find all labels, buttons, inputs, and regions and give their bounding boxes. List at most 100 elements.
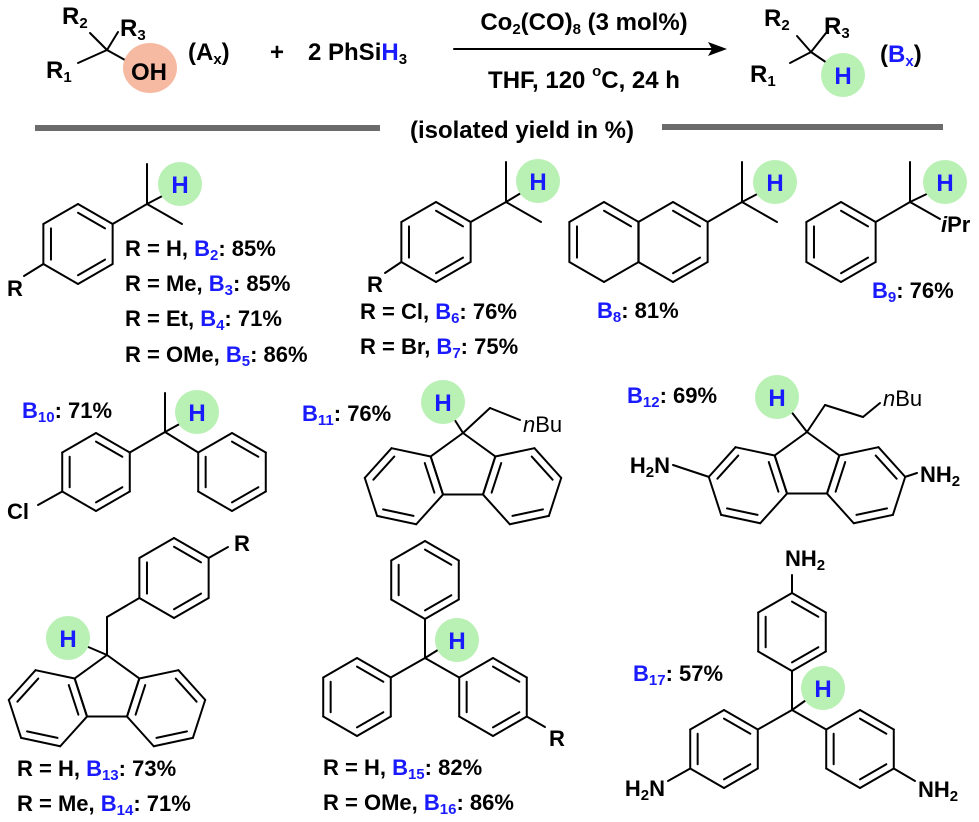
chloro-substituent-part: Cl <box>7 499 29 524</box>
product-r1-label: R1 <box>750 61 776 90</box>
fluorene-ring-bond <box>877 446 907 478</box>
catalyst-conditions-part: (3 mol%) <box>581 9 688 36</box>
highlight-circle-product <box>821 53 865 97</box>
amino-group-label-part: H <box>630 453 646 478</box>
hydrogen-atom-label-part: H <box>188 400 205 427</box>
fluorene-five-ring-bond <box>73 654 108 680</box>
n-butyl-label-part: n <box>523 412 535 437</box>
fluorene-ring-bond <box>59 715 89 748</box>
benzene-ring-bond <box>77 203 114 225</box>
benzene-ring-bond <box>568 261 605 283</box>
benzene-ring-bond <box>458 657 494 679</box>
hydrogen-atom-label-part: H <box>434 390 451 417</box>
bond <box>667 767 692 782</box>
compound-yield-label-part: 8 <box>613 309 621 326</box>
compound-yield-label-part: B <box>436 334 452 359</box>
compound-yield-label-part: R = H, <box>125 236 194 261</box>
compound-yield-label: R = OMe, B5: 86% <box>125 342 308 370</box>
hydrogen-atom-label-part: H <box>766 170 783 197</box>
compound-yield-label: B10: 71% <box>22 398 112 426</box>
benzene-ring-double-bond <box>492 711 521 729</box>
bond <box>106 49 126 61</box>
compound-yield-label-part: 4 <box>216 317 225 334</box>
compound-yield-label-part: : 76% <box>896 278 953 303</box>
highlight-circle-product <box>753 160 797 204</box>
amino-group-label-part: N <box>654 453 670 478</box>
benzene-ring-bond <box>568 201 605 223</box>
benzene-ring-bond <box>637 261 674 283</box>
compound-yield-label-part: R = Br, <box>360 334 436 359</box>
compound-yield-label-part: B <box>627 383 643 408</box>
compound-yield-label-part: : 73% <box>119 756 176 781</box>
highlight-circle-product <box>516 159 560 203</box>
compound-yield-label-part: 6 <box>451 310 459 327</box>
r2-label-part: 2 <box>79 15 87 32</box>
fluorene-ring-bond <box>363 476 379 517</box>
fluorene-ring-double-bond <box>874 454 898 480</box>
compound-yield-label-part: B <box>435 299 451 324</box>
compound-yield-label-part: B <box>209 271 225 296</box>
reactant-label: (Ax) <box>188 39 230 68</box>
fluorene-five-ring-bond <box>773 431 808 457</box>
fluorene-five-ring-bond <box>429 432 464 458</box>
benzene-ring-double-bond <box>356 665 385 683</box>
highlight-circle-product <box>46 616 90 660</box>
bond <box>525 715 546 728</box>
benzene-ring-double-bond <box>672 209 702 228</box>
fluorene-ring-double-bond <box>174 677 198 703</box>
bond <box>874 201 911 223</box>
compound-yield-label: B12: 69% <box>627 383 717 411</box>
bond <box>37 490 64 506</box>
fluorene-ring-double-bond <box>530 455 554 481</box>
benzene-ring-bond <box>42 203 79 225</box>
fluorene-ring-double-bond <box>834 461 847 493</box>
fluorene-ring-bond <box>547 476 563 517</box>
benzene-ring-double-bond <box>603 209 633 228</box>
benzene-ring-double-bond <box>859 763 888 781</box>
compound-yield-label-part: : 85% <box>233 271 290 296</box>
solvent-temperature-conditions-part: THF, 120 <box>488 67 592 94</box>
reactant-label-part: (A <box>188 39 213 66</box>
benzene-ring-double-bond <box>840 209 870 228</box>
r1-label: R1 <box>46 57 72 86</box>
fluorene-ring-bond <box>852 513 894 525</box>
compound-yield-label: R = H, B13: 73% <box>17 756 176 784</box>
compound-yield-label-part: R = H, <box>323 755 392 780</box>
silane-reagent: 2 PhSiH3 <box>308 39 407 68</box>
r2-label-part: R <box>62 3 79 30</box>
r-substituent-part: R <box>367 272 383 297</box>
amino-group-label-part: H <box>625 776 641 801</box>
reactant-label-part: ) <box>222 39 230 66</box>
compound-yield-label-part: 14 <box>117 802 134 819</box>
benzene-ring-double-bond <box>492 665 521 683</box>
bond <box>424 657 461 679</box>
hydrogen-atom-label: H <box>188 400 205 427</box>
benzene-ring-double-bond <box>435 256 465 275</box>
product-r3-label: R3 <box>824 13 850 42</box>
product-r2-label-part: 2 <box>781 17 789 34</box>
product-label-part: ( <box>880 41 888 68</box>
fluorene-ring-bond <box>759 492 789 525</box>
compound-yield-label-part: B <box>302 401 318 426</box>
n-butyl-label-part: Bu <box>895 386 922 411</box>
fluorene-ring-bond <box>191 698 207 739</box>
benzene-ring-bond <box>859 709 895 731</box>
fluorene-ring-double-bond <box>767 461 780 493</box>
benzene-ring-double-bond <box>173 592 203 611</box>
benzene-ring-bond <box>173 597 210 619</box>
compound-yield-label-part: R = Me, <box>17 791 101 816</box>
hydrogen-atom-label: H <box>171 172 188 199</box>
hydrogen-atom-label-part: H <box>936 170 953 197</box>
hydrogen-atom-label: H <box>766 170 783 197</box>
bond <box>469 201 507 223</box>
fluorene-ring-bond <box>415 493 445 526</box>
fluorene-ring-bond <box>34 669 76 680</box>
compound-yield-label: R = Et, B4: 71% <box>125 306 282 334</box>
amino-group-label: NH2 <box>920 462 960 490</box>
amino-group-label-part: 2 <box>817 557 825 574</box>
bond <box>89 32 108 51</box>
n-butyl-label-part: n <box>883 386 895 411</box>
compound-yield-label: R = Cl, B6: 76% <box>360 299 517 327</box>
benzene-ring-bond <box>492 715 528 737</box>
